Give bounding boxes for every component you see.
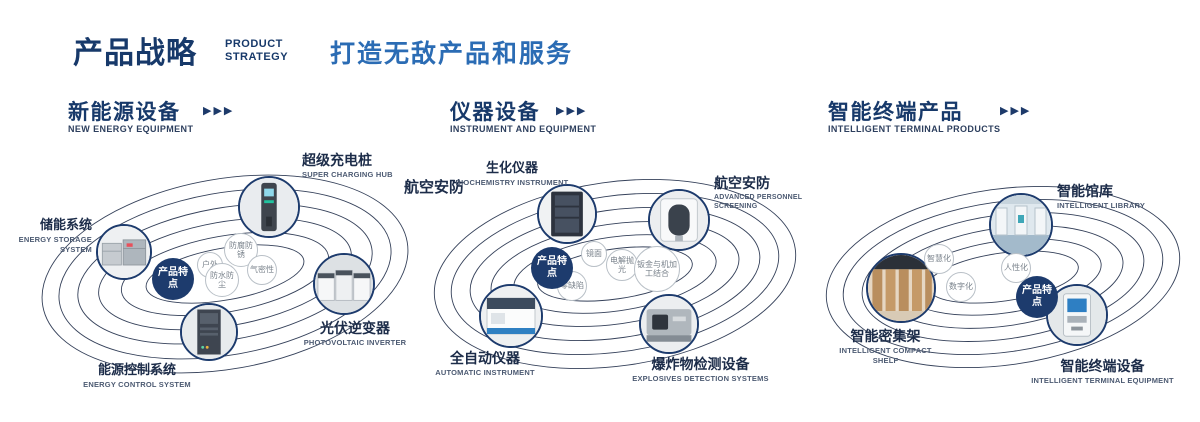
section-title-intelligent-terminal: 智能终端产品 (828, 101, 963, 124)
feature-bubble: 防水防尘 (205, 263, 239, 297)
feature-bubble: 钣金与机加工结合 (634, 246, 680, 292)
label-zh: 爆炸物检测设备 (651, 356, 750, 372)
label-zh: 生化仪器 (485, 160, 538, 175)
subtitle-line1: PRODUCT (225, 38, 283, 50)
label-compact-shelf: 智能密集架 INTELLIGENT COMPACT SHELF (828, 328, 943, 366)
label-zh: 超级充电桩 (302, 152, 372, 168)
label-zh: 智能密集架 (850, 328, 921, 344)
product-circle-automatic-instrument (479, 284, 543, 348)
label-intelligent-terminal: 智能终端设备 INTELLIGENT TERMINAL EQUIPMENT (1030, 358, 1175, 386)
label-zh: 全自动仪器 (450, 350, 520, 366)
label-en: BIOCHEMISTRY INSTRUMENT (455, 177, 569, 187)
feature-bubble: 气密性 (247, 255, 277, 285)
label-photovoltaic-inverter: 光伏逆变器 PHOTOVOLTAIC INVERTER (300, 320, 410, 348)
triple-arrow-icon: ▶▶▶ (203, 105, 235, 117)
label-explosives-detection: 爆炸物检测设备 EXPLOSIVES DETECTION SYSTEMS (628, 356, 773, 384)
label-personnel-screening: 航空安防 ADVANCED PERSONNEL SCREENING (714, 175, 824, 211)
triple-arrow-icon: ▶▶▶ (1000, 105, 1032, 117)
label-en: ENERGY CONTROL SYSTEM (83, 379, 191, 389)
label-en: ENERGY STORAGE SYSTEM (18, 234, 92, 254)
section-subtitle-new-energy: NEW ENERGY EQUIPMENT (68, 124, 194, 134)
section-subtitle-instruments: INSTRUMENT AND EQUIPMENT (450, 124, 597, 134)
label-en: EXPLOSIVES DETECTION SYSTEMS (632, 374, 769, 384)
label-en: INTELLIGENT LIBRARY (1057, 201, 1146, 211)
feature-bubble: 智慧化 (924, 244, 954, 274)
label-en: ADVANCED PERSONNEL SCREENING (714, 194, 803, 211)
label-zh: 智能馆库 (1057, 183, 1113, 199)
super-charging-hub-photo (240, 178, 298, 236)
feature-bubble: 电解抛光 (606, 249, 638, 281)
label-biochemistry: 生化仪器 BIOCHEMISTRY INSTRUMENT (452, 160, 572, 188)
center-badge-instruments: 产品特点 (531, 247, 573, 289)
triple-arrow-icon: ▶▶▶ (556, 105, 588, 117)
product-circle-compact-shelf (866, 253, 936, 323)
label-zh: 储能系统 (39, 217, 92, 232)
product-circle-energy-control (180, 303, 238, 361)
label-en: AUTOMATIC INSTRUMENT (435, 368, 535, 378)
energy-storage-photo (98, 226, 150, 278)
label-zh: 航空安防 (714, 175, 770, 191)
subtitle-line2: STRATEGY (225, 50, 289, 63)
personnel-screening-photo (650, 191, 708, 249)
product-circle-super-charging-hub (238, 176, 300, 238)
compact-shelf-photo (868, 255, 934, 321)
intelligent-library-photo (991, 195, 1051, 255)
page-title: 产品战略 (73, 37, 197, 70)
label-intelligent-library: 智能馆库 INTELLIGENT LIBRARY (1057, 183, 1167, 211)
section-subtitle-intelligent-terminal: INTELLIGENT TERMINAL PRODUCTS (828, 124, 1001, 134)
feature-bubble: 镜面 (581, 241, 607, 267)
label-zh: 能源控制系统 (97, 362, 176, 377)
product-circle-energy-storage (96, 224, 152, 280)
product-circle-intelligent-library (989, 193, 1053, 257)
label-super-charging-hub: 超级充电桩 SUPER CHARGING HUB (302, 152, 412, 180)
label-energy-control: 能源控制系统 ENERGY CONTROL SYSTEM (72, 362, 202, 390)
label-automatic-instrument: 全自动仪器 AUTOMATIC INSTRUMENT (425, 350, 545, 378)
automatic-instrument-photo (481, 286, 541, 346)
label-aviation-security: 航空安防 (404, 179, 465, 196)
product-circle-photovoltaic-inverter (313, 253, 375, 315)
section-title-new-energy: 新能源设备 (68, 101, 181, 124)
page-subtitle: PRODUCT STRATEGY (225, 38, 288, 63)
center-badge-new-energy: 产品特点 (152, 258, 194, 300)
explosives-detection-photo (641, 296, 697, 352)
label-en: INTELLIGENT TERMINAL EQUIPMENT (1031, 376, 1174, 386)
label-en: PHOTOVOLTAIC INVERTER (303, 338, 407, 348)
feature-bubble: 数字化 (946, 272, 976, 302)
label-en: INTELLIGENT COMPACT SHELF (839, 346, 932, 365)
label-zh: 智能终端设备 (1060, 358, 1145, 374)
product-circle-biochemistry (537, 184, 597, 244)
tagline: 打造无敌产品和服务 (330, 40, 574, 68)
label-en: SUPER CHARGING HUB (302, 170, 393, 180)
biochemistry-instrument-photo (539, 186, 595, 242)
energy-control-photo (182, 305, 236, 359)
product-circle-explosives-detection (639, 294, 699, 354)
label-energy-storage: 储能系统 ENERGY STORAGE SYSTEM (2, 217, 92, 254)
photovoltaic-inverter-photo (315, 255, 373, 313)
product-circle-personnel-screening (648, 189, 710, 251)
label-zh: 光伏逆变器 (320, 320, 390, 336)
center-badge-intelligent-terminal: 产品特点 (1016, 276, 1058, 318)
section-title-instruments: 仪器设备 (450, 101, 540, 124)
